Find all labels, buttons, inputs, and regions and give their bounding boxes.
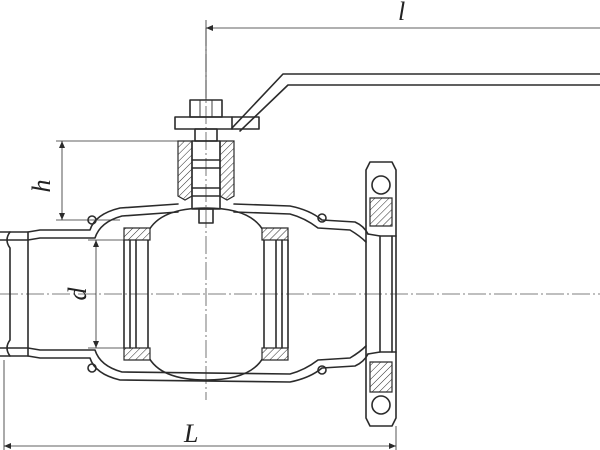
ball-seats — [123, 227, 289, 361]
dimension-body-length: L — [3, 360, 397, 450]
left-pipe-end — [0, 231, 29, 357]
dimension-bore-diameter: d — [63, 239, 124, 349]
label-body-length: L — [183, 419, 198, 448]
dimension-handle-length: l — [205, 0, 600, 100]
center-lines — [0, 28, 600, 400]
label-stem-height: h — [27, 180, 56, 193]
right-flange — [365, 161, 397, 427]
stem-housing — [177, 140, 235, 224]
label-bore-diameter: d — [63, 287, 92, 301]
dimension-stem-height: h — [27, 140, 178, 221]
label-handle-length: l — [398, 0, 405, 26]
valve-handle — [174, 73, 600, 132]
